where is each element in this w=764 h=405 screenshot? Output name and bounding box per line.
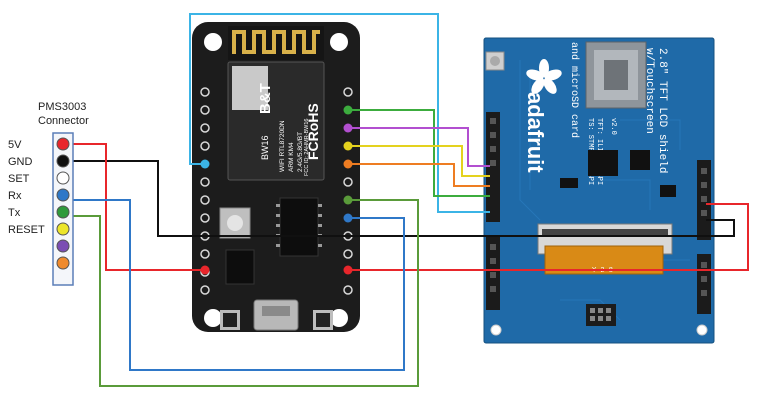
connector-pin-label: SET [8,173,30,185]
module-model: BW16 [260,135,270,160]
shield-title-1: 2.8" TFT LCD shield [656,48,668,173]
wire-green [348,109,490,197]
connector-pin [56,188,70,202]
shield-version: v2.0 [609,118,617,135]
connector-pin-label: RESET [8,224,45,236]
boot-button [219,207,251,239]
connector-pin [56,171,70,185]
connector-title-1: PMS3003 [38,101,86,113]
wires [62,13,749,387]
adafruit-flower-icon [526,59,562,94]
shield-title-3: and microSD card [568,42,580,138]
connector-pin-label: Rx [8,190,22,202]
connector-pin [56,137,70,151]
module-cert: FCRoHS [305,103,321,160]
connector-pin [56,239,70,253]
module-line2: ARM KM4 [288,142,295,172]
wire-power-right [348,203,749,271]
module-brand: B&T [257,83,274,114]
wire-rx [62,199,405,371]
icsp-header [586,304,616,326]
antenna-icon [228,26,324,60]
connector-pin [56,222,70,236]
shield-ic [588,150,618,176]
wire-orange [348,163,490,187]
connector-pin-label: Tx [8,207,21,219]
module-line1: WIFI RTL8720DN [279,120,286,172]
module-fcc: FCC ID: 2AHMR-BW16 [304,119,310,176]
connector-pin [56,154,70,168]
connector-pin-label: GND [8,156,33,168]
wire-yellow [348,145,490,177]
shield-brand: adafruit [523,92,548,173]
regulator [225,249,255,285]
wire-cyan [189,13,490,213]
wire-purple [348,127,490,167]
connector-title-2: Connector [38,115,89,127]
mcu-chip [279,197,319,257]
wire-power [62,143,205,271]
mcu-board: B&T BW16 WIFI RTL8720DN ARM KM4 2.4G/5.8… [192,22,360,332]
connector-pin [56,256,70,270]
shield-ic-small [630,150,650,170]
connector-pin [56,205,70,219]
connector-pin-label: 5V [8,139,22,151]
module-line3: 2.4G/5.8G/BT [297,132,304,172]
wire-tx [62,199,419,387]
tft-shield: adafruit 2.8" TFT LCD shield w/Touchscre… [483,37,715,344]
shield-title-2: w/Touchscreen [643,48,655,134]
wire-ground [62,160,735,237]
